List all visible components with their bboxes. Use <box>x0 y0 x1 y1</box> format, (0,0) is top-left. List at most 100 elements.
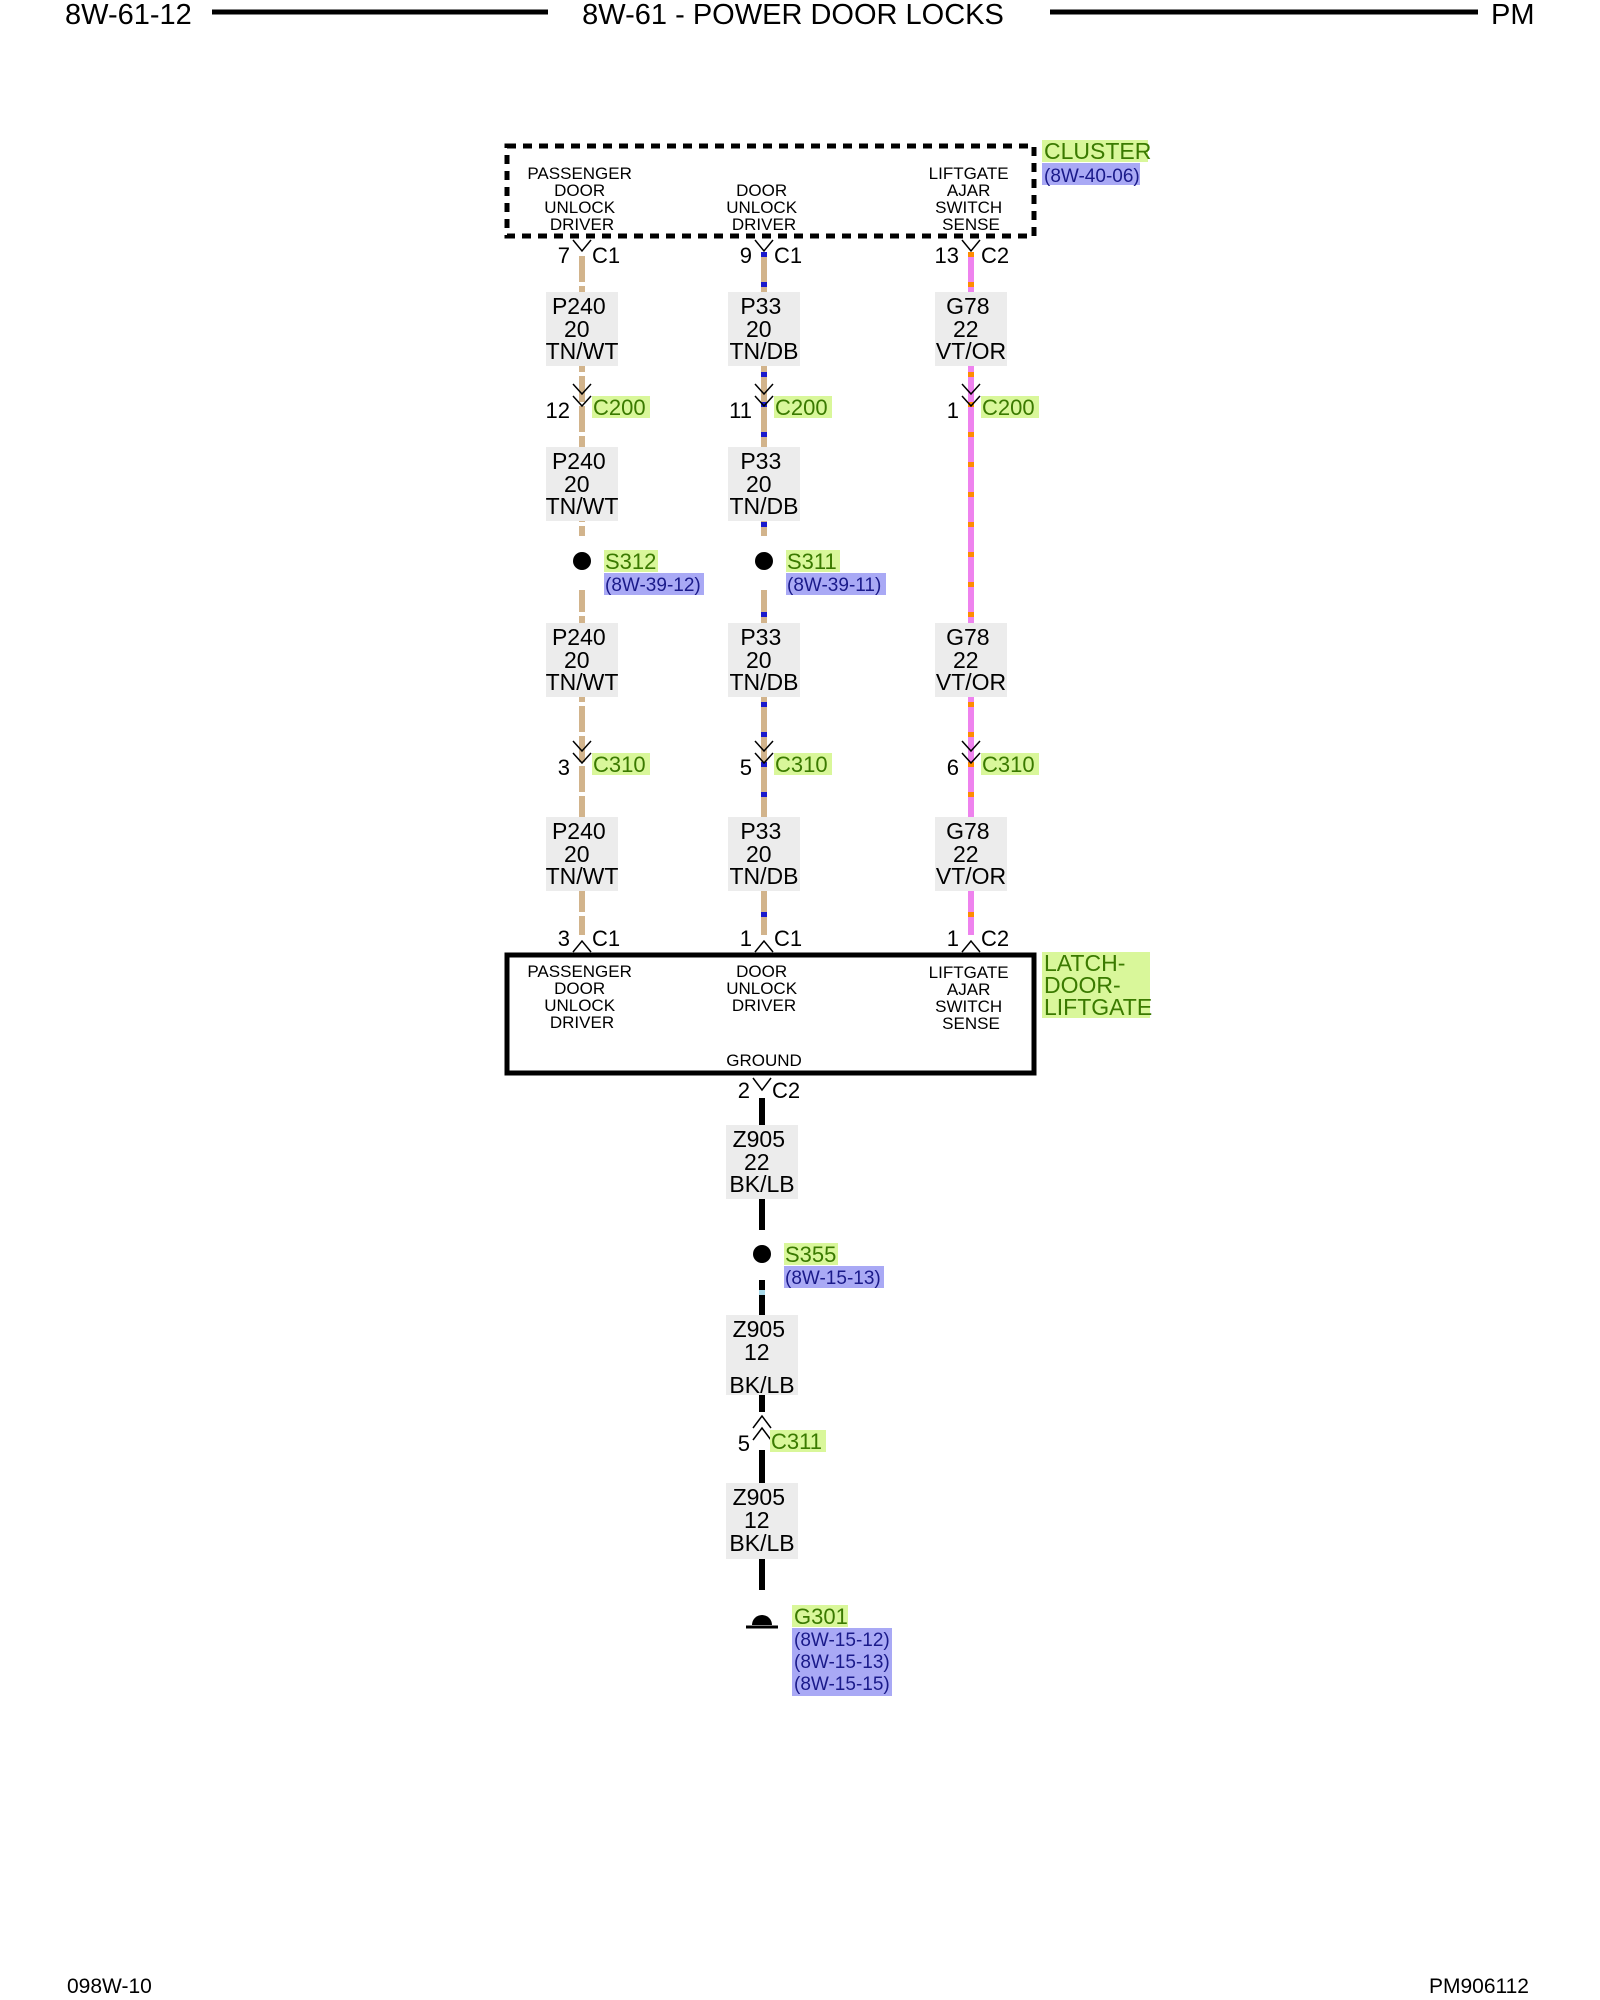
wire-label-bg <box>935 623 1007 697</box>
pin-number: 13 <box>935 243 959 268</box>
wire-label-bg <box>728 447 800 521</box>
wire-label-g78-2: G78 22 VT/OR <box>935 623 1007 697</box>
wire-label-text: Z905 12 BK/LB <box>729 1484 794 1556</box>
latch-door-liftgate-module[interactable]: LATCH- DOOR- LIFTGATE PASSENGER DOOR UNL… <box>504 950 1152 1076</box>
latch-label-bg <box>1042 952 1150 1018</box>
wire-label-text: G78 22 VT/OR <box>936 293 1006 364</box>
wire-label-bg <box>726 1315 798 1395</box>
connector-label-bg <box>981 396 1039 418</box>
connector-c200-pin-1[interactable]: 1 <box>947 383 981 423</box>
footer-left-code: 098W-10 <box>67 1975 152 1998</box>
ground-label-bg <box>792 1605 848 1627</box>
cluster-ref-bg <box>1042 163 1140 185</box>
ground-ref-bg <box>792 1628 892 1696</box>
cluster-module[interactable]: CLUSTER (8W-40-06) PASSENGER DOOR UNLOCK… <box>504 138 1151 239</box>
pin-number: 1 <box>947 398 959 423</box>
wire-label-p240-1: P240 20 TN/WT <box>546 292 619 366</box>
pin-number: 2 <box>738 1078 750 1103</box>
connector-female-symbol <box>754 239 774 253</box>
wire-label-text: Z905 12 BK/LB <box>729 1316 794 1398</box>
cluster-pin-label-liftgate: LIFTGATE AJAR SWITCH SENSE <box>929 164 1014 234</box>
splice-dot <box>753 1245 771 1263</box>
connector-male-symbol <box>961 939 981 953</box>
wire-label-p33-3: P33 20 TN/DB <box>728 623 800 697</box>
connector-c310-pin-5[interactable]: 5 <box>740 740 774 780</box>
connector-label-bg <box>592 396 650 418</box>
wire-label-text: G78 22 VT/OR <box>936 818 1006 889</box>
connector-id: C1 <box>592 926 620 951</box>
cluster-label-bg <box>1042 140 1148 162</box>
cluster-pin-label-passenger: PASSENGER DOOR UNLOCK DRIVER <box>527 164 636 234</box>
splice-ref[interactable]: (8W-15-13) <box>785 1268 881 1289</box>
wire-label-text: P240 20 TN/WT <box>546 818 619 889</box>
connector-c310-label-1: C310 <box>593 752 646 777</box>
wire-label-bg <box>546 447 618 521</box>
pin-number: 7 <box>558 243 570 268</box>
pin-number: 5 <box>738 1431 750 1456</box>
pin-gap <box>755 1076 769 1098</box>
splice-ref[interactable]: (8W-39-11) <box>787 575 881 596</box>
pin-number: 5 <box>740 755 752 780</box>
connector-c200-label-3: C200 <box>982 395 1035 420</box>
connector-label-bg <box>770 1430 826 1452</box>
cluster-pin-9-c1[interactable]: 9 C1 <box>740 239 802 268</box>
cluster-pin-7-c1[interactable]: 7 C1 <box>558 239 620 268</box>
connector-c310-pin-3[interactable]: 3 <box>558 740 592 780</box>
ground-ref-3[interactable]: (8W-15-15) <box>794 1674 890 1695</box>
pin-number: 3 <box>558 755 570 780</box>
connector-label-bg <box>774 753 832 775</box>
ground-ref-1[interactable]: (8W-15-12) <box>794 1630 890 1651</box>
splice-s355[interactable]: S355 (8W-15-13) <box>753 1230 884 1289</box>
splice-ref[interactable]: (8W-39-12) <box>605 575 701 596</box>
connector-c310-pin-6[interactable]: 6 <box>947 740 981 780</box>
connector-c200-pin-11[interactable]: 11 <box>729 383 774 423</box>
wire-label-text: G78 22 VT/OR <box>936 624 1006 695</box>
wire-label-bg <box>726 1125 798 1199</box>
connector-male-symbol <box>572 939 592 953</box>
header-title: 8W-61 - POWER DOOR LOCKS <box>582 0 1004 31</box>
connector-c200-pin-12[interactable]: 12 <box>546 383 592 423</box>
connector-label-bg <box>592 753 650 775</box>
cluster-ref[interactable]: (8W-40-06) <box>1044 166 1140 187</box>
ground-icon <box>752 1615 772 1625</box>
wire-label-bg <box>546 817 618 891</box>
connector-c311-pin-5[interactable]: 5 <box>738 1412 772 1456</box>
latch-pin-1-c2[interactable]: 1 C2 <box>947 926 1009 954</box>
latch-pin-1-c1[interactable]: 1 C1 <box>740 926 802 954</box>
wire-label-text: P240 20 TN/WT <box>546 293 619 364</box>
latch-label: LATCH- DOOR- LIFTGATE <box>1044 950 1152 1020</box>
ground-label: G301 <box>794 1604 848 1629</box>
splice-s311[interactable]: S311 (8W-39-11) <box>755 536 886 596</box>
page-footer: 098W-10 PM906112 <box>67 1975 1529 1998</box>
connector-male-symbol <box>572 740 592 753</box>
latch-pin-3-c1[interactable]: 3 C1 <box>558 926 620 954</box>
cluster-pin-13-c2[interactable]: 13 C2 <box>935 239 1010 268</box>
splice-label-bg <box>786 550 840 572</box>
wire-label-bg <box>728 292 800 366</box>
footer-right-code: PM906112 <box>1429 1975 1529 1998</box>
connector-male-symbol <box>752 1414 772 1429</box>
wire-label-text: P240 20 TN/WT <box>546 624 619 695</box>
connector-female-symbol <box>572 752 592 765</box>
connector-female-symbol <box>961 239 981 253</box>
splice-dot <box>573 552 591 570</box>
pin-number: 6 <box>947 755 959 780</box>
wire-label-text: P33 20 TN/DB <box>730 818 799 889</box>
splice-label: S311 <box>787 549 837 574</box>
connector-male-symbol <box>754 740 774 753</box>
splice-s312[interactable]: S312 (8W-39-12) <box>573 536 704 596</box>
splice-label: S355 <box>785 1242 836 1267</box>
latch-pin-label-door: DOOR UNLOCK DRIVER <box>726 962 802 1015</box>
wire-label-p240-3: P240 20 TN/WT <box>546 623 619 697</box>
wire-label-bg <box>728 817 800 891</box>
ground-point-g301[interactable]: G301 (8W-15-12) (8W-15-13) (8W-15-15) <box>746 1604 892 1696</box>
latch-pin-2-c2[interactable]: 2 C2 <box>738 1076 800 1103</box>
wire-label-bg <box>726 1483 798 1559</box>
connector-c200-label-1: C200 <box>593 395 646 420</box>
pin-gap <box>755 1412 769 1450</box>
splice-ref-bg <box>784 1266 884 1288</box>
connector-id: C1 <box>774 926 802 951</box>
ground-ref-2[interactable]: (8W-15-13) <box>794 1652 890 1673</box>
connector-female-symbol <box>572 395 592 408</box>
wire-label-z905-12-2: Z905 12 BK/LB <box>726 1483 798 1559</box>
